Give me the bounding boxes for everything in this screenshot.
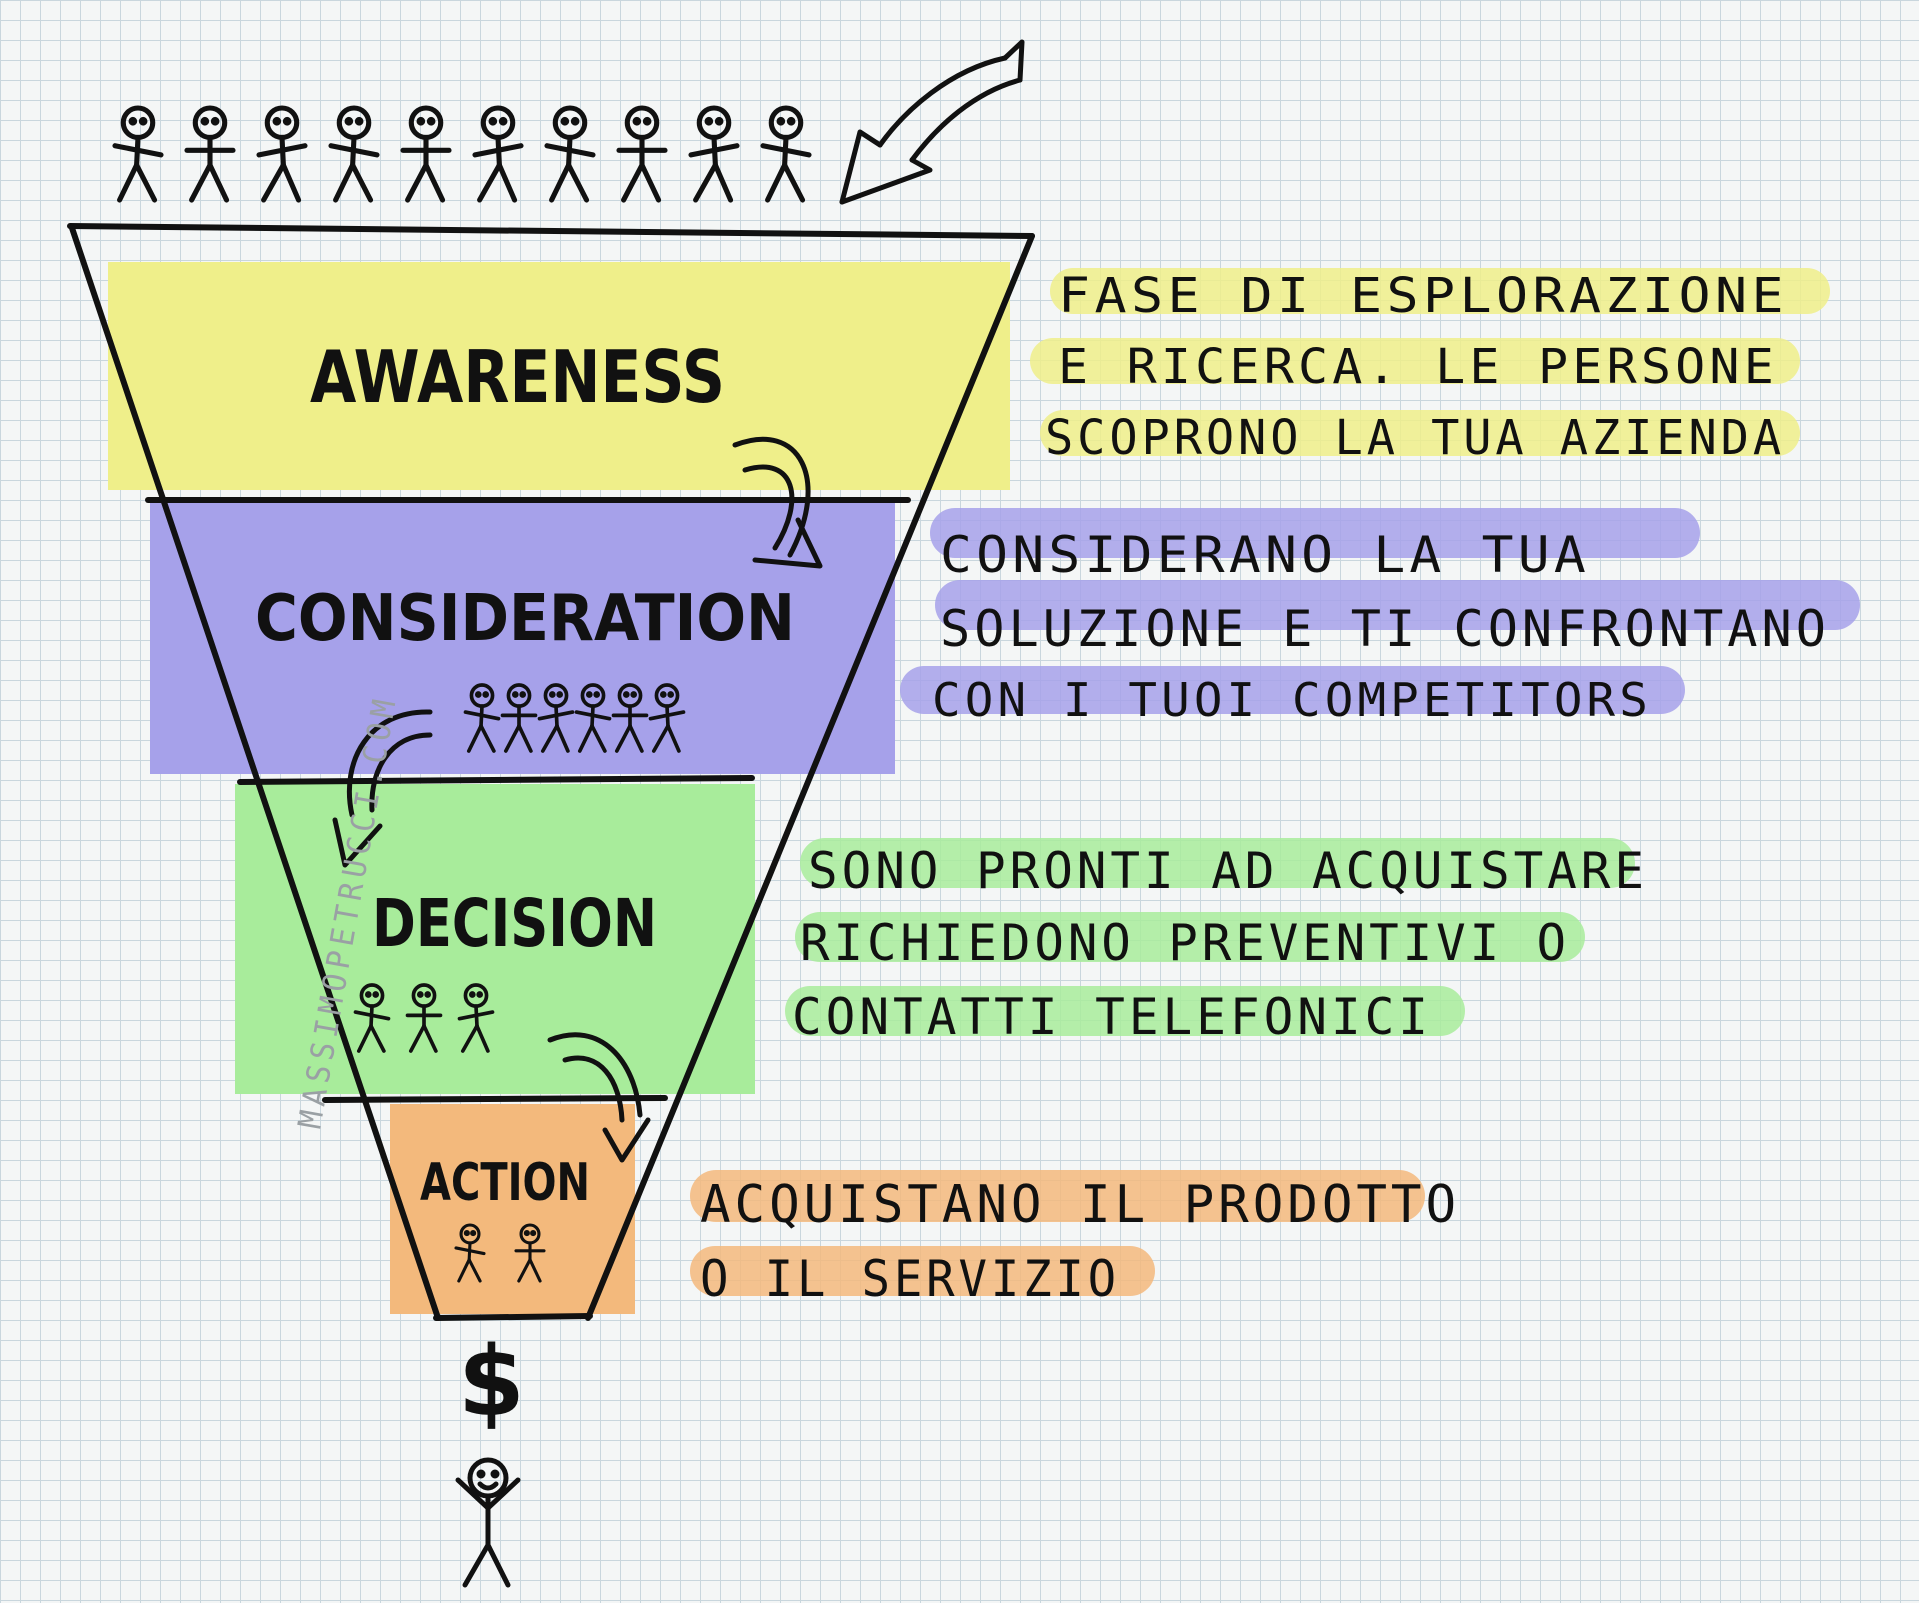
action-people-group xyxy=(454,1223,546,1283)
stage-descriptions: FASE DI ESPLORAZIONE E RICERCA. LE PERSO… xyxy=(690,268,1860,1308)
funnel-outline xyxy=(67,223,1035,1321)
stage-labels: AWARENESS CONSIDERATION DECISION ACTION xyxy=(255,335,795,1213)
decision-desc-line-3: CONTATTI TELEFONICI xyxy=(792,988,1432,1046)
stick-figure-icon xyxy=(454,1223,486,1283)
consideration-highlight-1 xyxy=(930,508,1700,558)
stick-figure-icon xyxy=(514,1223,546,1283)
curved-arrow-icon xyxy=(839,39,1025,205)
stick-figure-icon xyxy=(616,105,668,203)
stick-figure-icon xyxy=(328,105,380,203)
stick-figure-icon xyxy=(760,105,812,203)
stick-figure-icon xyxy=(648,683,686,753)
arrows xyxy=(332,39,1025,1163)
action-desc-line-1: ACQUISTANO IL PRODOTTO xyxy=(700,1175,1460,1235)
awareness-desc-line-2: E RICERCA. LE PERSONE xyxy=(1058,339,1778,395)
action-band xyxy=(390,1104,635,1314)
stick-figure-icon xyxy=(463,683,501,753)
dollar-icon: $ xyxy=(458,1326,525,1438)
action-highlight-2 xyxy=(690,1246,1155,1296)
stage-label-action: ACTION xyxy=(420,1153,590,1213)
stick-figure-icon xyxy=(537,683,575,753)
stick-figure-icon xyxy=(400,105,452,203)
stick-figure-icon xyxy=(353,983,391,1053)
decision-highlight-1 xyxy=(800,838,1635,888)
stick-figure-icon xyxy=(457,983,495,1053)
stick-figure-icon xyxy=(544,105,596,203)
funnel-bands xyxy=(108,262,1010,1314)
stick-figure-icon xyxy=(574,683,612,753)
consideration-highlight-2 xyxy=(935,580,1860,630)
decision-desc-line-1: SONO PRONTI AD ACQUISTARE xyxy=(808,842,1648,900)
stick-figure-icon xyxy=(688,105,740,203)
decision-desc-line-2: RICHIEDONO PREVENTIVI O xyxy=(800,914,1570,972)
consideration-desc-line-3: CON I TUOI COMPETITORS xyxy=(932,673,1652,727)
decision-highlight-2 xyxy=(795,912,1585,962)
awareness-highlight-2 xyxy=(1030,338,1800,384)
stick-figure-icon xyxy=(405,983,443,1053)
curved-arrow-icon xyxy=(332,709,433,868)
consideration-band xyxy=(150,502,895,774)
stick-figure-icon xyxy=(112,105,164,203)
stick-figure-icon xyxy=(256,105,308,203)
stick-figure-icon xyxy=(500,683,538,753)
top-people-group xyxy=(112,105,812,203)
decision-people-group xyxy=(353,983,495,1053)
curved-arrow-icon xyxy=(547,1032,651,1163)
happy-person-icon xyxy=(455,1457,521,1588)
awareness-desc-line-1: FASE DI ESPLORAZIONE xyxy=(1058,268,1788,324)
stage-label-awareness: AWARENESS xyxy=(310,335,725,419)
awareness-highlight-1 xyxy=(1050,268,1830,314)
stick-figure-icon xyxy=(611,683,649,753)
consideration-highlight-3 xyxy=(900,666,1685,714)
curved-arrow-icon xyxy=(732,436,823,569)
stage-label-consideration: CONSIDERATION xyxy=(255,582,795,656)
stage-label-decision: DECISION xyxy=(372,885,657,962)
stick-figure-icon xyxy=(472,105,524,203)
action-highlight-1 xyxy=(690,1170,1425,1222)
action-desc-line-2: O IL SERVIZIO xyxy=(700,1250,1120,1308)
decision-highlight-3 xyxy=(785,986,1465,1036)
consideration-desc-line-1: CONSIDERANO LA TUA xyxy=(940,526,1590,584)
awareness-band xyxy=(108,262,1010,490)
awareness-highlight-3 xyxy=(1040,410,1800,456)
consideration-people-group xyxy=(463,683,686,753)
awareness-desc-line-3: SCOPRONO LA TUA AZIENDA xyxy=(1045,410,1785,466)
stick-figure-icon xyxy=(184,105,236,203)
consideration-desc-line-2: SOLUZIONE E TI CONFRONTANO xyxy=(940,600,1830,658)
decision-band xyxy=(235,784,755,1094)
